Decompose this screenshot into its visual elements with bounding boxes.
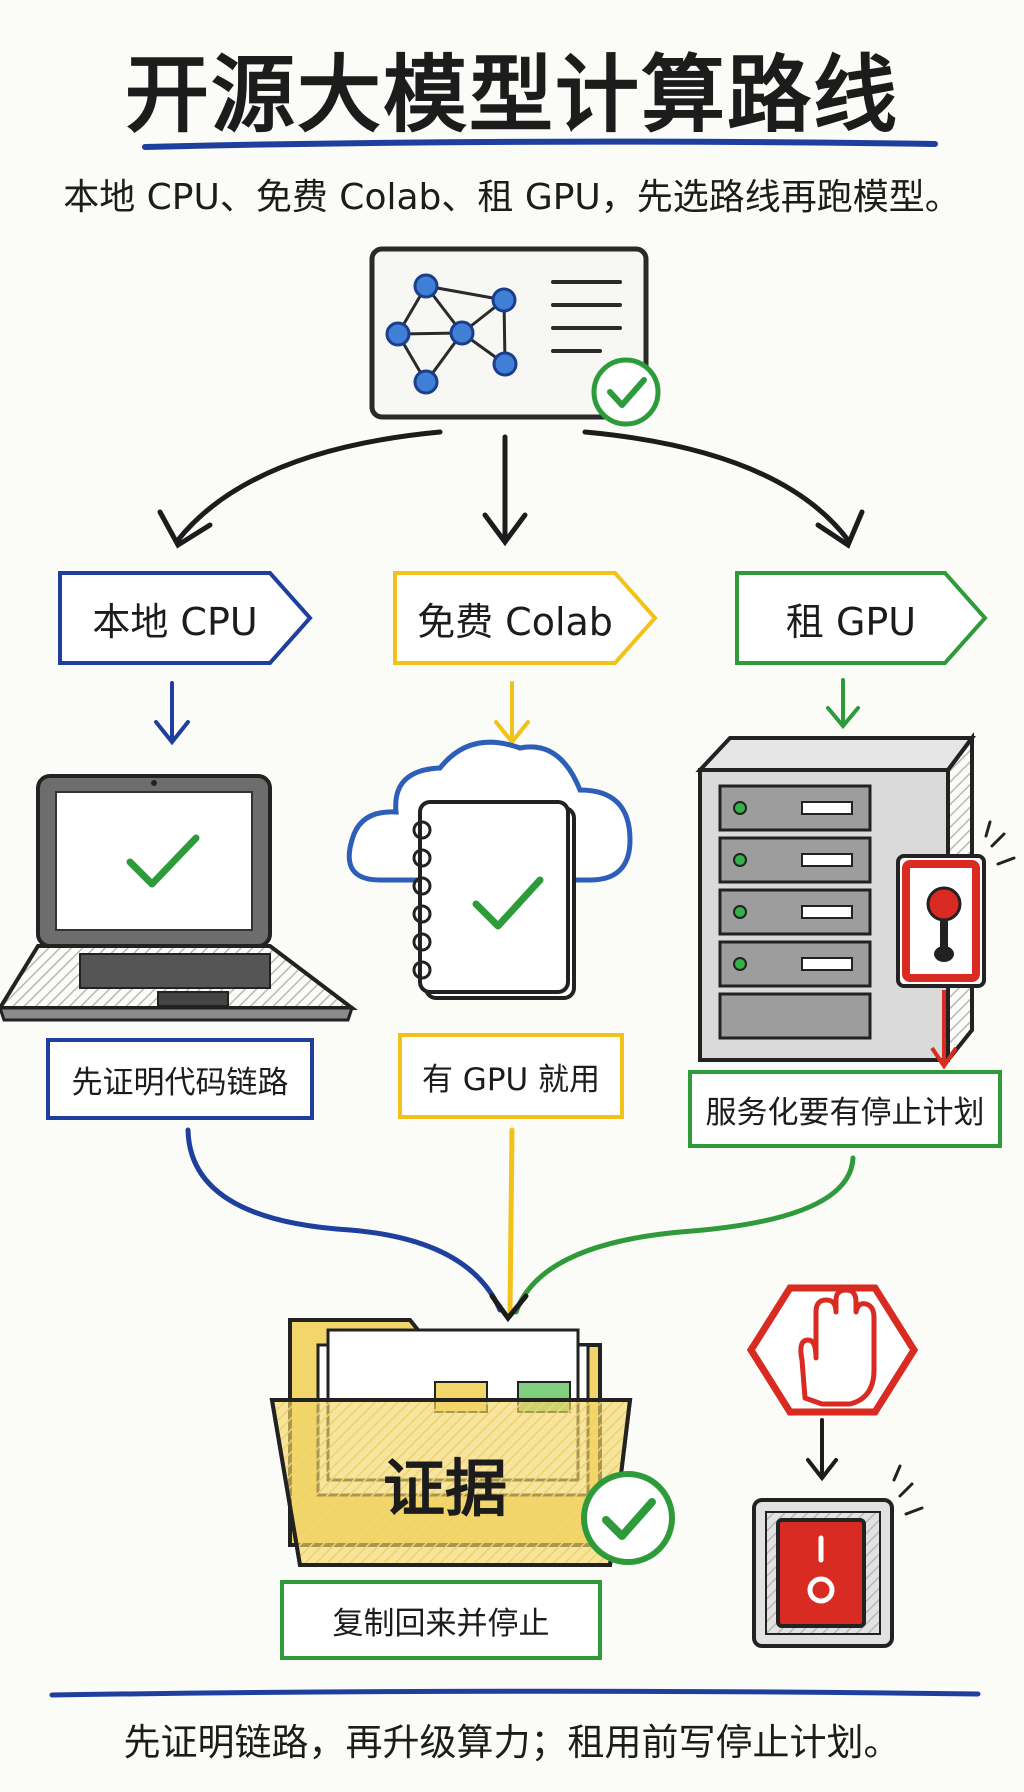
folder-label: 证据 [383, 1452, 507, 1525]
note-colab: 有 GPU 就用 [421, 1061, 601, 1098]
folder-icon: 证据 [269, 1318, 675, 1567]
route-label-shape-cpu [58, 571, 313, 665]
note-cpu: 先证明代码链路 [71, 1064, 289, 1101]
note-gpu: 服务化要有停止计划 [705, 1094, 985, 1131]
footer-rule [49, 1688, 981, 1698]
cloud-notebook-icon [346, 739, 633, 1000]
network-card-icon [369, 246, 661, 427]
check-icon [581, 1471, 675, 1565]
route-label-shape-colab [393, 571, 658, 665]
small-arrow-gpu [826, 678, 860, 730]
converging-arrows [185, 1127, 856, 1323]
small-arrow-switch [806, 1418, 838, 1482]
route-label-gpu: 租 GPU [785, 599, 917, 644]
route-label-colab: 免费 Colab [417, 599, 613, 644]
note-box-evidence [280, 1580, 602, 1660]
small-arrow-cpu [154, 681, 190, 746]
note-box-cpu [46, 1038, 314, 1120]
note-evidence: 复制回来并停止 [332, 1605, 550, 1642]
route-label-shape-gpu [735, 571, 988, 665]
route-label-cpu: 本地 CPU [92, 599, 258, 644]
title-underline [142, 138, 938, 150]
page-title: 开源大模型计算路线 [124, 46, 899, 144]
stop-button-icon [896, 820, 1016, 1070]
check-icon [591, 357, 661, 427]
small-arrow-colab [494, 681, 530, 746]
footer-summary: 先证明链路，再升级算力；租用前写停止计划。 [123, 1721, 901, 1764]
note-box-colab [398, 1033, 624, 1119]
stop-sign-hand-icon [746, 1284, 919, 1416]
subtitle: 本地 CPU、免费 Colab、租 GPU，先选路线再跑模型。 [63, 177, 961, 218]
branch-arrows [157, 429, 865, 549]
power-switch-icon [752, 1464, 924, 1648]
laptop-icon [0, 774, 358, 1022]
note-box-gpu [688, 1070, 1002, 1148]
